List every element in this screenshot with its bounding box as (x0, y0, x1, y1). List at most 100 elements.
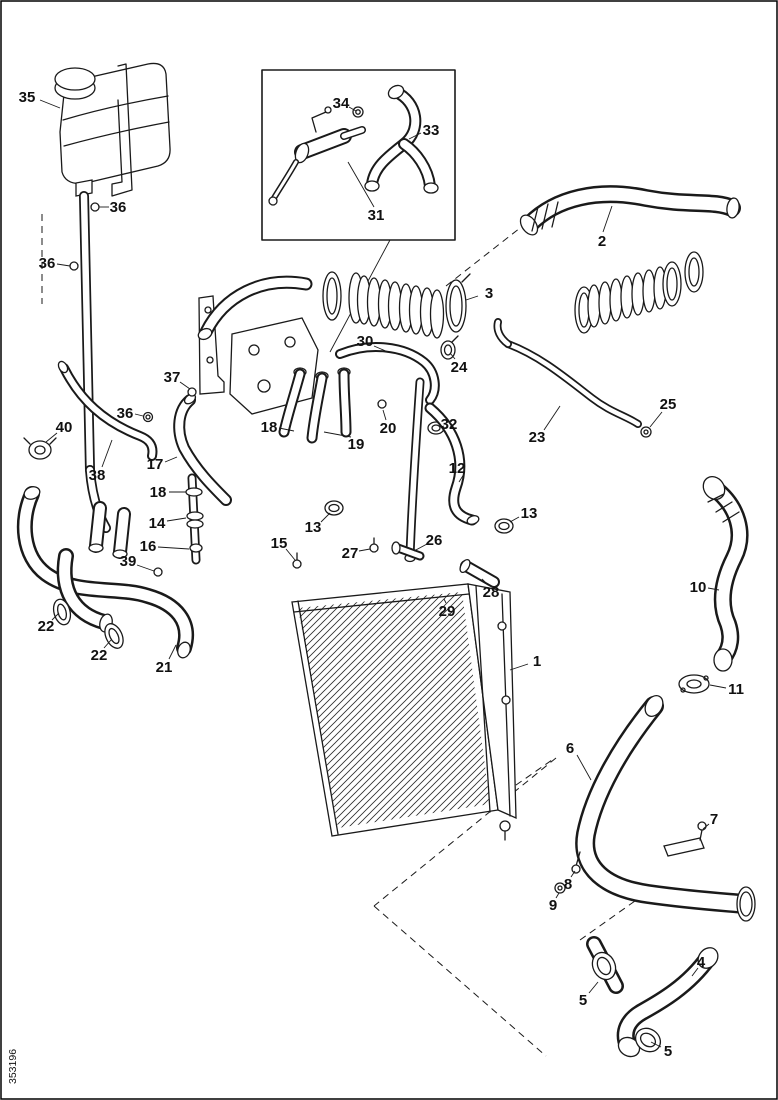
callout-leader (691, 967, 699, 977)
callout-27: 27 (342, 545, 359, 562)
callout-19: 19 (348, 436, 365, 453)
callout-17: 17 (147, 456, 164, 473)
callout-leader (285, 548, 296, 561)
callout-13: 13 (521, 505, 538, 522)
bolt-36-tank (90, 202, 100, 212)
callout-36: 36 (39, 255, 56, 272)
callout-leader (413, 543, 428, 552)
ring-16 (189, 543, 203, 553)
callout-leader (168, 644, 177, 660)
callout-leader (347, 161, 375, 208)
bolt-27 (369, 543, 379, 553)
callout-leader (709, 684, 727, 689)
callout-leader (320, 512, 331, 523)
callout-2: 2 (598, 233, 606, 250)
callout-leader (157, 546, 190, 550)
callout-29: 29 (439, 603, 456, 620)
callout-leader (51, 612, 60, 621)
callout-31: 31 (368, 207, 385, 224)
callout-leader (555, 892, 560, 899)
ring-14 (186, 511, 204, 521)
callout-32: 32 (441, 416, 458, 433)
hose-2 (519, 185, 741, 236)
callout-12: 12 (449, 460, 466, 477)
callout-leader (649, 411, 663, 428)
callout-24: 24 (451, 359, 468, 376)
callout-leader (465, 295, 479, 301)
callout-leader (449, 352, 456, 360)
ring-18 (185, 487, 203, 497)
callout-18: 18 (261, 419, 278, 436)
hose-6 (554, 695, 756, 922)
bellows-hose (322, 271, 471, 339)
callout-leader (509, 663, 529, 671)
callout-leader (278, 427, 295, 432)
hose-38 (23, 360, 158, 461)
callout-leader (136, 564, 155, 572)
callout-28: 28 (483, 584, 500, 601)
callout-18: 18 (150, 484, 167, 501)
radiator (291, 583, 517, 841)
callout-5: 5 (664, 1043, 672, 1060)
callout-leader (439, 425, 445, 428)
callout-10: 10 (690, 579, 707, 596)
callout-36: 36 (117, 405, 134, 422)
callout-6: 6 (566, 740, 574, 757)
callout-22: 22 (38, 618, 55, 635)
callout-33: 33 (423, 122, 440, 139)
callout-leader (56, 263, 71, 267)
stud-8 (571, 864, 581, 874)
callout-26: 26 (426, 532, 443, 549)
callout-25: 25 (660, 396, 677, 413)
callout-leader (576, 754, 592, 781)
callout-14: 14 (149, 515, 166, 532)
callout-34: 34 (333, 95, 350, 112)
bolt-39 (153, 567, 163, 577)
callout-9: 9 (549, 897, 557, 914)
callout-leader (166, 517, 187, 522)
callout-13: 13 (305, 519, 322, 536)
callout-leader (543, 405, 561, 431)
callout-leader (481, 578, 489, 586)
callout-1: 1 (533, 653, 541, 670)
callout-16: 16 (140, 538, 157, 555)
callout-5: 5 (579, 992, 587, 1009)
pipe-23 (493, 318, 652, 438)
callout-leader (458, 473, 465, 483)
callout-39: 39 (120, 553, 137, 570)
callout-leader (39, 99, 61, 109)
bellows-hose-right (574, 251, 704, 334)
nut-36-engine (142, 411, 154, 423)
callout-leader (179, 381, 191, 390)
callout-leader (382, 409, 387, 421)
bolt-9 (554, 882, 566, 894)
callout-leader (588, 981, 599, 994)
drain-plug (499, 820, 511, 832)
callout-30: 30 (357, 333, 374, 350)
callout-leader (358, 548, 371, 552)
callout-leader (373, 345, 389, 353)
callout-leader (164, 456, 178, 463)
callout-7: 7 (710, 811, 718, 828)
callout-leader (570, 870, 576, 878)
callout-36: 36 (110, 199, 127, 216)
engine-pipes (142, 275, 514, 601)
hose-10 (678, 475, 749, 694)
callout-leader (509, 516, 520, 523)
expansion-tank (54, 62, 171, 212)
callout-3: 3 (485, 285, 493, 302)
callout-15: 15 (271, 535, 288, 552)
callout-35: 35 (19, 89, 36, 106)
callout-8: 8 (564, 876, 572, 893)
callout-20: 20 (380, 420, 397, 437)
callout-21: 21 (156, 659, 173, 676)
callout-38: 38 (89, 467, 106, 484)
callout-leader (650, 1041, 662, 1048)
clip-36-hose (69, 261, 79, 271)
callout-37: 37 (164, 369, 181, 386)
callout-leader (101, 439, 113, 468)
callout-22: 22 (91, 647, 108, 664)
